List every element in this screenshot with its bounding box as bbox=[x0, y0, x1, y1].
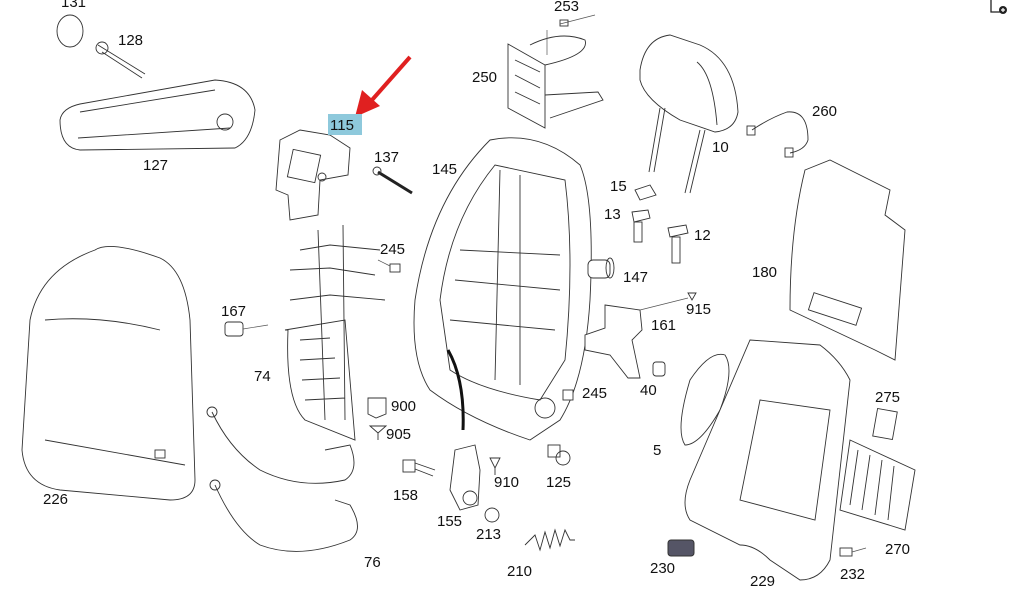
part-137 bbox=[372, 166, 413, 195]
part-131 bbox=[56, 14, 84, 48]
label-245-lower: 245 bbox=[582, 385, 607, 402]
label-74: 74 bbox=[254, 368, 271, 385]
part-76 bbox=[209, 479, 358, 552]
label-115: 115 bbox=[330, 117, 354, 134]
label-232: 232 bbox=[840, 566, 865, 583]
label-131: 131 bbox=[61, 0, 86, 11]
part-74 bbox=[284, 224, 386, 441]
label-15: 15 bbox=[610, 178, 627, 195]
label-40: 40 bbox=[640, 382, 657, 399]
part-40 bbox=[652, 361, 666, 377]
label-210: 210 bbox=[507, 563, 532, 580]
part-15 bbox=[634, 184, 657, 201]
label-147: 147 bbox=[623, 269, 648, 286]
label-270: 270 bbox=[885, 541, 910, 558]
part-10 bbox=[639, 34, 739, 194]
label-137: 137 bbox=[374, 149, 399, 166]
part-260 bbox=[746, 111, 809, 158]
part-245-lower bbox=[562, 389, 574, 401]
label-127: 127 bbox=[143, 157, 168, 174]
label-180: 180 bbox=[752, 264, 777, 281]
label-253: 253 bbox=[554, 0, 579, 15]
label-145: 145 bbox=[432, 161, 457, 178]
label-226: 226 bbox=[43, 491, 68, 508]
part-275 bbox=[872, 407, 898, 441]
label-13: 13 bbox=[604, 206, 621, 223]
part-910 bbox=[489, 457, 501, 475]
part-13 bbox=[631, 209, 651, 243]
label-260: 260 bbox=[812, 103, 837, 120]
part-147 bbox=[587, 257, 615, 279]
label-158: 158 bbox=[393, 487, 418, 504]
add-document-icon[interactable] bbox=[990, 0, 1007, 14]
label-5: 5 bbox=[653, 442, 661, 459]
part-210 bbox=[524, 528, 575, 552]
label-900: 900 bbox=[391, 398, 416, 415]
label-213: 213 bbox=[476, 526, 501, 543]
part-905 bbox=[368, 425, 388, 440]
label-229: 229 bbox=[750, 573, 775, 590]
part-229 bbox=[684, 339, 851, 581]
part-161 bbox=[584, 292, 697, 379]
label-905: 905 bbox=[386, 426, 411, 443]
label-167: 167 bbox=[221, 303, 246, 320]
label-250: 250 bbox=[472, 69, 497, 86]
part-145 bbox=[413, 137, 592, 441]
part-12 bbox=[667, 224, 689, 264]
highlight-box-115 bbox=[328, 114, 362, 135]
label-230: 230 bbox=[650, 560, 675, 577]
part-155 bbox=[449, 444, 481, 511]
red-arrow-pointer bbox=[355, 55, 412, 117]
label-245: 245 bbox=[380, 241, 405, 258]
label-76: 76 bbox=[364, 554, 381, 571]
part-213 bbox=[484, 507, 500, 523]
part-cable-upper bbox=[206, 406, 355, 484]
label-10: 10 bbox=[712, 139, 729, 156]
part-250 bbox=[507, 14, 604, 129]
label-128: 128 bbox=[118, 32, 143, 49]
label-125: 125 bbox=[546, 474, 571, 491]
part-245-upper bbox=[377, 259, 401, 273]
label-161: 161 bbox=[651, 317, 676, 334]
part-167 bbox=[224, 321, 269, 337]
part-127 bbox=[59, 79, 256, 151]
label-275: 275 bbox=[875, 389, 900, 406]
part-900 bbox=[367, 397, 387, 419]
part-158 bbox=[402, 459, 436, 477]
label-12: 12 bbox=[694, 227, 711, 244]
part-180 bbox=[789, 159, 906, 361]
part-232 bbox=[839, 547, 867, 557]
label-915: 915 bbox=[686, 301, 711, 318]
part-270 bbox=[839, 439, 916, 531]
part-115 bbox=[275, 129, 351, 221]
part-128 bbox=[95, 41, 146, 79]
part-125 bbox=[547, 444, 571, 466]
part-230 bbox=[667, 539, 695, 557]
label-910: 910 bbox=[494, 474, 519, 491]
part-226 bbox=[21, 245, 196, 501]
label-155: 155 bbox=[437, 513, 462, 530]
